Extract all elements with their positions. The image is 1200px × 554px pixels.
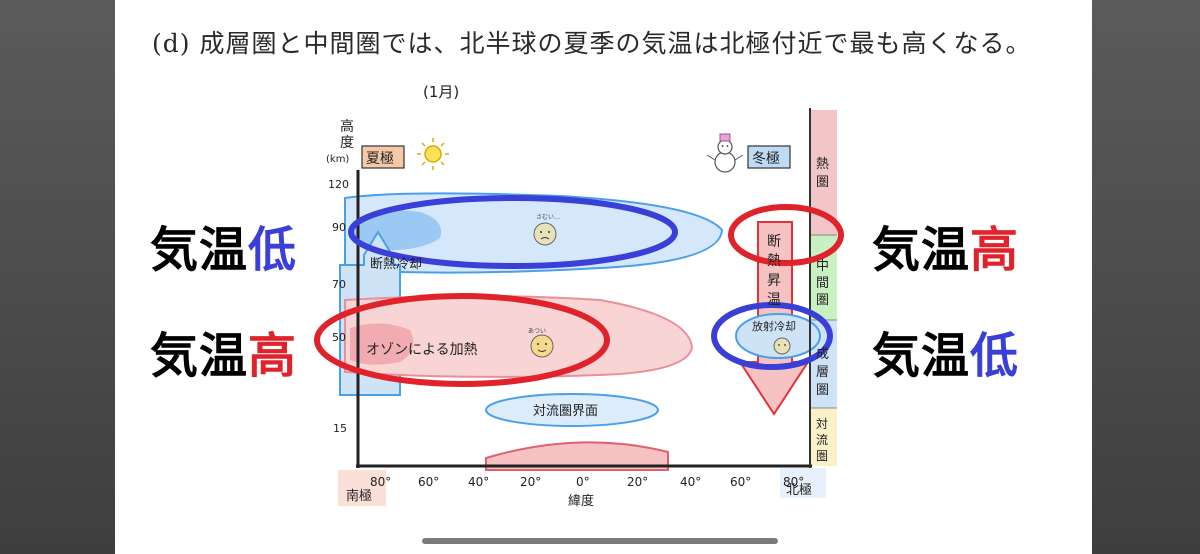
callout-ring-lower-right xyxy=(711,302,833,370)
adiabatic-warming-char-1: 断 xyxy=(767,234,781,250)
x-tick-5: 20° xyxy=(627,475,648,489)
x-tick-8: 80° xyxy=(783,475,804,489)
callout-lower-right-base: 気温 xyxy=(872,328,971,384)
tropopause-band xyxy=(485,393,659,427)
winter-pole-badge xyxy=(747,145,791,169)
x-tick-1: 60° xyxy=(418,475,439,489)
callout-upper-left-highlight: 低 xyxy=(248,222,298,278)
tropical-warm-band xyxy=(485,441,669,471)
layer-troposphere-char-3: 圏 xyxy=(816,449,828,463)
adiabatic-warming-char-3: 昇 xyxy=(767,273,781,289)
y-axis-label-2: 度 xyxy=(340,135,354,151)
layer-stratosphere-char-3: 圏 xyxy=(816,383,829,398)
layer-mesosphere-char-2: 間 xyxy=(816,276,829,291)
callout-lower-right: 気温低 xyxy=(872,316,1019,386)
callout-lower-left: 気温高 xyxy=(150,316,297,386)
callout-ring-upper-left xyxy=(348,195,678,269)
adiabatic-warming-char-2: 熱 xyxy=(767,253,781,269)
right-frame-bar xyxy=(1092,0,1200,554)
summer-pole-label: 夏極 xyxy=(366,151,394,167)
winter-pole-label: 冬極 xyxy=(752,151,780,167)
y-axis-label-1: 高 xyxy=(340,118,354,135)
layer-stratosphere-char-2: 層 xyxy=(816,365,829,380)
home-indicator[interactable] xyxy=(422,538,778,544)
layer-mesosphere-char-1: 中 xyxy=(816,259,829,274)
month-label: (1月) xyxy=(423,83,459,101)
callout-upper-left-base: 気温 xyxy=(150,222,249,278)
y-tick-120: 120 xyxy=(328,178,349,191)
radiative-face-icon xyxy=(773,337,791,355)
x-axis-label: 緯度 xyxy=(568,493,594,509)
radiative-cooling-label: 放射冷却 xyxy=(752,319,796,333)
hot-face-caption: あつい xyxy=(528,328,546,335)
question-statement: (d) 成層圏と中間圏では、北半球の夏季の気温は北極付近で最も高くなる。 xyxy=(152,29,1032,58)
sun-icon xyxy=(417,138,449,170)
summer-pole-badge xyxy=(361,145,405,169)
layer-thermosphere-char-2: 圏 xyxy=(816,175,829,190)
y-tick-90: 90 xyxy=(332,221,346,234)
layer-troposphere-bg xyxy=(811,408,837,466)
x-tick-3: 20° xyxy=(520,475,541,489)
x-tick-6: 40° xyxy=(680,475,701,489)
callout-upper-right-base: 気温 xyxy=(872,222,971,278)
north-pole-tint xyxy=(780,468,826,498)
cold-face-icon xyxy=(533,222,557,246)
layer-thermosphere-char-1: 熱 xyxy=(816,157,829,172)
mesosphere-cold-band xyxy=(344,192,724,274)
y-tick-15: 15 xyxy=(333,422,347,435)
callout-lower-right-highlight: 低 xyxy=(970,328,1020,384)
callout-lower-left-highlight: 高 xyxy=(248,328,298,384)
tropopause-label: 対流圏界面 xyxy=(533,404,598,419)
x-tick-4: 0° xyxy=(576,475,590,489)
layer-troposphere-char-1: 対 xyxy=(816,417,828,431)
hot-face-icon xyxy=(530,334,554,358)
callout-upper-left: 気温低 xyxy=(150,210,297,280)
left-frame-bar xyxy=(0,0,115,554)
callout-ring-upper-right xyxy=(728,204,844,266)
x-tick-7: 60° xyxy=(730,475,751,489)
y-tick-50: 50 xyxy=(332,331,346,344)
cold-face-caption: さむい… xyxy=(536,214,560,221)
south-pole-tint xyxy=(338,470,386,506)
callout-upper-right: 気温高 xyxy=(872,210,1019,280)
adiabatic-cooling-label: 断熱冷却 xyxy=(370,257,422,272)
ozone-warm-core xyxy=(350,323,414,365)
x-tick-2: 40° xyxy=(468,475,489,489)
north-pole-label: 北極 xyxy=(786,482,812,498)
radiative-cooling-blob xyxy=(735,313,821,359)
callout-ring-lower-left xyxy=(314,293,610,387)
x-tick-0: 80° xyxy=(370,475,391,489)
y-axis-unit: (km) xyxy=(326,154,349,165)
layer-stratosphere-char-1: 成 xyxy=(816,347,829,362)
ozone-heating-label: オゾンによる加熱 xyxy=(366,342,478,358)
callout-upper-right-highlight: 高 xyxy=(970,222,1020,278)
y-tick-70: 70 xyxy=(332,278,346,291)
layer-troposphere-char-2: 流 xyxy=(816,433,828,447)
south-pole-label: 南極 xyxy=(346,488,372,504)
callout-lower-left-base: 気温 xyxy=(150,328,249,384)
layer-mesosphere-char-3: 圏 xyxy=(816,293,829,308)
adiabatic-warming-char-4: 温 xyxy=(767,292,781,308)
snowman-icon xyxy=(706,133,744,173)
